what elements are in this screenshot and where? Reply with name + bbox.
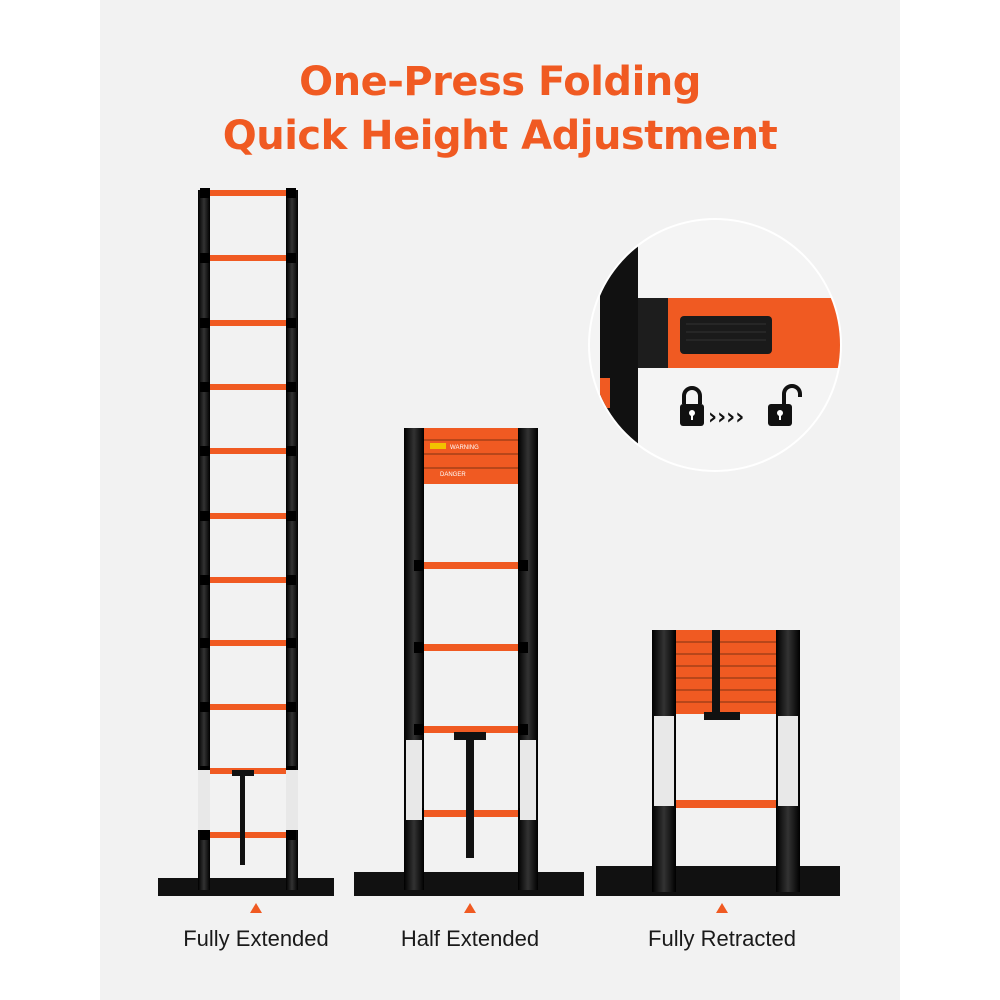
ladder2-warning-text: WARNING: [450, 445, 479, 451]
ladder-fully-extended: [158, 188, 334, 896]
ladder1-rung-6-collar-right: [286, 511, 296, 521]
arrows-right-icon: ››››: [708, 405, 744, 430]
headline-line-2: Quick Height Adjustment: [222, 113, 778, 159]
caption-marker-1: [250, 903, 262, 913]
ladder1-rung-11-collar-right: [286, 830, 296, 840]
ladder3-right-label: [778, 716, 798, 806]
ladder1-rung-9: [210, 704, 286, 710]
ladder-fully-retracted: [596, 630, 840, 896]
ladder1-stabilizer-top: [232, 770, 254, 776]
ladder1-rung-8-collar-left: [200, 638, 210, 648]
ladder2-right-rail: [518, 428, 538, 890]
ladder1-rung-5-collar-right: [286, 446, 296, 456]
ladder2-left-rail: [404, 428, 424, 890]
ladder1-rung-5: [210, 448, 286, 454]
detail-joint: [638, 298, 668, 368]
ladder3-base: [596, 866, 840, 896]
ladder3-strap: [712, 630, 720, 714]
ladder2-rung-1: [424, 562, 518, 569]
ladder2-rung-3-collar-left: [414, 724, 424, 735]
ladder1-rung-4-collar-right: [286, 382, 296, 392]
ladder1-right-rail: [286, 190, 298, 890]
ladder1-rung-4-collar-left: [200, 382, 210, 392]
ladder1-base: [158, 878, 334, 896]
ladder1-rung-3-collar-left: [200, 318, 210, 328]
caption-marker-3: [716, 903, 728, 913]
ladder2-warning-sticker: [430, 443, 446, 449]
ladder1-right-label: [286, 770, 298, 830]
caption-marker-2: [464, 903, 476, 913]
ladder2-collapsed-rungs: [424, 428, 518, 484]
ladder1-stabilizer: [240, 775, 245, 865]
ladder1-rung-1: [210, 190, 286, 196]
ladder1-rung-2-collar-right: [286, 253, 296, 263]
ladder2-base: [354, 872, 584, 896]
ladder1-rung-3: [210, 320, 286, 326]
ladder1-rung-11-collar-left: [200, 830, 210, 840]
ladder1-rung-7-collar-left: [200, 575, 210, 585]
lock-closed-icon: [680, 386, 704, 426]
ladder2-rung-1-collar-right: [518, 560, 528, 571]
ladder2-left-label: [406, 740, 422, 820]
caption-half-extended: Half Extended: [400, 926, 540, 951]
ladder-half-extended: WARNING DANGER: [354, 428, 584, 896]
ladder2-rung-2-collar-left: [414, 642, 424, 653]
ladder1-rung-2: [210, 255, 286, 261]
ladder1-left-rail: [198, 190, 210, 890]
ladder1-rung-5-collar-left: [200, 446, 210, 456]
ladder2-rung-2-collar-right: [518, 642, 528, 653]
ladder1-rung-7-collar-right: [286, 575, 296, 585]
ladder2-rung-2: [424, 644, 518, 651]
lock-detail-callout: ››››: [588, 218, 842, 472]
ladder1-rung-9-collar-left: [200, 702, 210, 712]
ladder1-rung-3-collar-right: [286, 318, 296, 328]
ladder1-rung-8: [210, 640, 286, 646]
ladder1-rung-6-collar-left: [200, 511, 210, 521]
ladder1-left-label: [198, 770, 210, 830]
ladder2-stabilizer: [466, 738, 474, 858]
ladder1-rung-8-collar-right: [286, 638, 296, 648]
caption-fully-extended: Fully Extended: [183, 926, 329, 951]
lock-open-icon: [768, 384, 802, 426]
ladder2-right-label: [520, 740, 536, 820]
detail-release-button: [680, 316, 772, 354]
ladder3-left-label: [654, 716, 674, 806]
ladder1-rung-11: [210, 832, 286, 838]
caption-fully-retracted: Fully Retracted: [648, 926, 796, 951]
ladder3-collapsed-rungs: [676, 630, 776, 714]
ladder1-rung-9-collar-right: [286, 702, 296, 712]
ladder1-rung-1-collar-left: [200, 188, 210, 198]
ladder2-rung-1-collar-left: [414, 560, 424, 571]
ladder2-rung-3-collar-right: [518, 724, 528, 735]
ladder2-rung-3: [424, 726, 518, 733]
ladder1-rung-6: [210, 513, 286, 519]
ladder1-rung-1-collar-right: [286, 188, 296, 198]
ladder3-bottom-rung: [676, 800, 776, 808]
ladder1-rung-7: [210, 577, 286, 583]
ladder3-strap-buckle: [704, 712, 740, 720]
ladder2-stabilizer-top: [454, 732, 486, 740]
headline-line-1: One-Press Folding: [299, 59, 701, 105]
ladder1-rung-2-collar-left: [200, 253, 210, 263]
ladder2-danger-text: DANGER: [440, 472, 466, 478]
ladder1-rung-4: [210, 384, 286, 390]
